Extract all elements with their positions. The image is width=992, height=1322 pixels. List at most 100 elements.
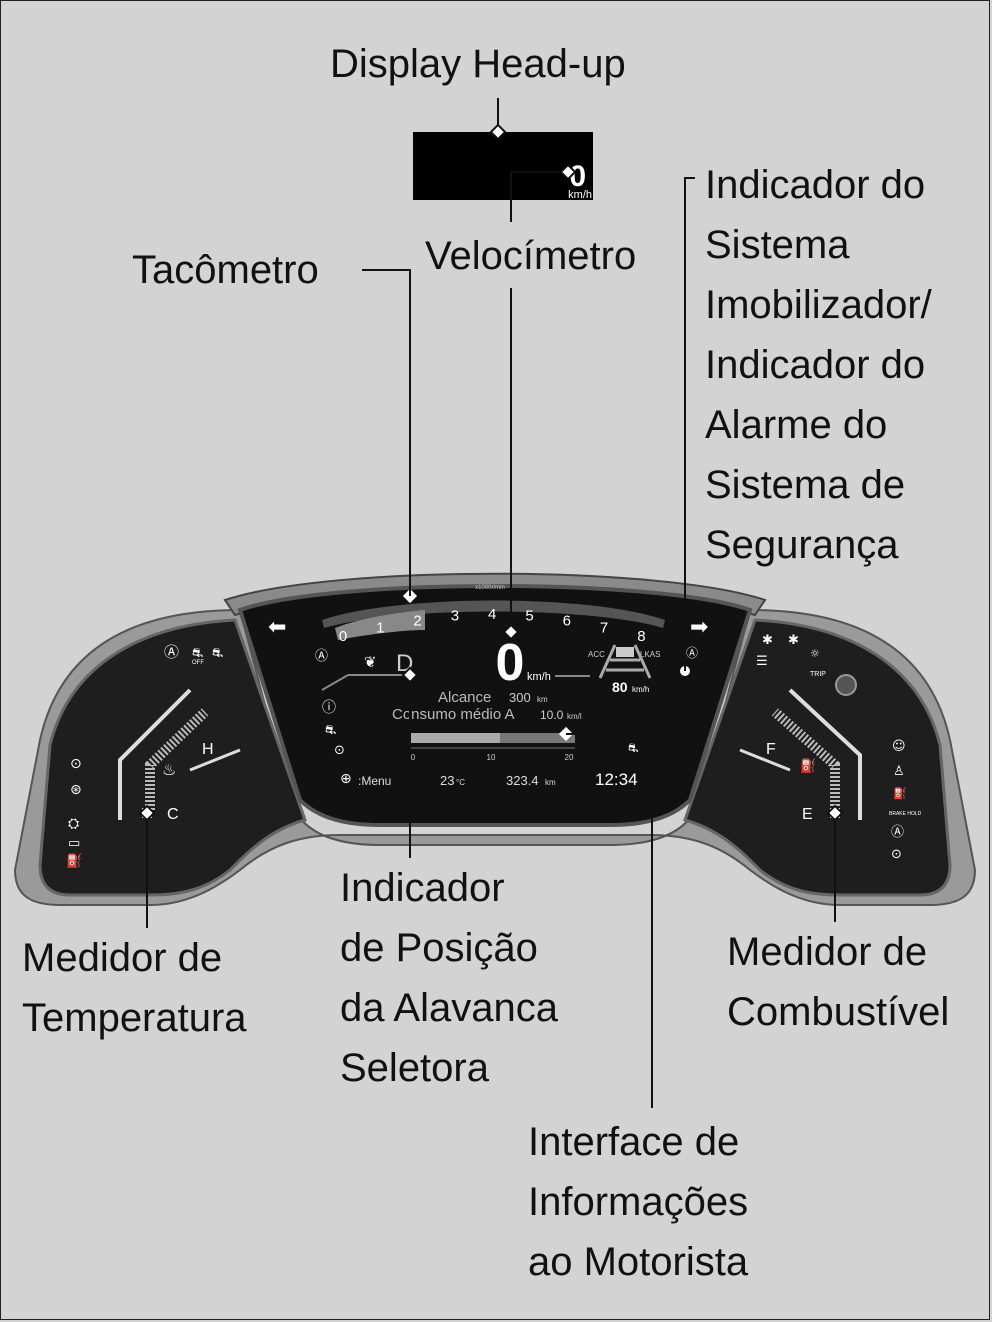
brake-warning-icon: ⊙ — [891, 847, 902, 862]
immobilizer-indicator-icon: Ⓐ — [686, 646, 698, 660]
tachometer-tick-label: 0 — [339, 628, 347, 645]
callout-lines — [146, 98, 836, 1108]
fuel-pump-icon: ⛽ — [800, 758, 816, 774]
abs-warning-icon: Ⓐ — [164, 643, 179, 661]
tachometer-tick-label: 2 — [413, 612, 421, 629]
hud-unit: km/h — [568, 189, 592, 201]
right-gauge-pod: F E ⛽ ✱ ✱ ☼ ☰ TRIP ☺ ♙ ⛽ BRAKE HOLD Ⓐ ⊙ — [683, 618, 952, 897]
left-gauge-pod: H C ♨ Ⓐ ⛐ OFF ⛐ ⊙ ⊛ ⛭ ▭ ⛽ — [38, 618, 307, 897]
fuel-e-label: E — [802, 806, 813, 823]
tire-pressure-icon: ⊙ — [70, 756, 82, 772]
traction-off-label: OFF — [192, 660, 204, 666]
tachometer-tick-label: 5 — [525, 608, 533, 625]
fog-light-icon: ✱ — [762, 633, 773, 648]
gear-callout-marker — [401, 666, 419, 684]
outside-temperature-unit: °C — [456, 778, 465, 787]
range-unit: km — [537, 695, 548, 704]
label-speedometer: Velocímetro — [425, 234, 637, 278]
label-driver-information-interface: Interface de Informações ao Motorista — [528, 1120, 749, 1284]
tachometer-tick-label: 8 — [637, 628, 645, 645]
airbag-icon: ☺ — [892, 739, 906, 754]
tachometer-scale: 0 1 2 3 4 5 6 7 8 — [339, 606, 646, 645]
check-engine-icon: ⛭ — [68, 816, 79, 832]
outside-temperature: 23 — [440, 773, 454, 788]
callout-markers — [138, 123, 844, 822]
high-beam-icon: ☰ — [756, 654, 768, 669]
hud-callout-marker — [489, 123, 507, 141]
right-turn-signal-icon: ➡ — [690, 615, 708, 640]
range-label: Alcance — [438, 689, 491, 706]
label-gear-position-indicator: Indicador de Posição da Alavanca Seletor… — [340, 866, 558, 1090]
hud-speed-callout-line — [510, 171, 568, 222]
trip-knob — [835, 674, 857, 696]
info-icon: ⓘ — [322, 700, 336, 716]
parking-light-icon: ☼ — [810, 647, 820, 660]
vehicle-icon: ⛐ — [628, 741, 638, 755]
auto-hold-icon: Ⓐ — [891, 825, 904, 840]
clock: 12:34 — [595, 770, 638, 789]
head-up-display: 0 km/h — [413, 132, 593, 201]
label-head-up-display: Display Head-up — [330, 42, 626, 86]
consumption-scale-tick-label: 10 — [487, 753, 496, 762]
hud-speed: 0 — [569, 160, 586, 193]
fuel-f-label: F — [766, 741, 776, 758]
temp-c-label: C — [167, 806, 179, 823]
speed-unit: km/h — [527, 671, 551, 683]
menu-icon: ⊕ — [340, 771, 352, 787]
temperature-callout-marker — [138, 804, 156, 822]
fuel-callout-marker — [826, 804, 844, 822]
rear-fog-icon: ✱ — [788, 633, 799, 648]
consumption-scale-ticks: 0 10 20 — [411, 753, 574, 762]
range-value: 300 — [509, 690, 531, 705]
lane-assist-icon: ⛐ — [325, 723, 336, 738]
temp-h-label: H — [202, 741, 214, 758]
auto-idle-icon: Ⓐ — [315, 649, 328, 664]
eco-icon: ❦ — [364, 653, 377, 671]
seatbelt-icon: ♙ — [893, 764, 905, 779]
immobilizer-callout-line — [684, 177, 695, 671]
tachometer-tick-label: 6 — [563, 612, 571, 629]
tachometer-tick-label: 3 — [451, 608, 459, 625]
hud-speed-callout-marker — [559, 163, 577, 181]
power-steering-icon: ⊛ — [70, 782, 82, 798]
tpms-icon: ⊙ — [334, 743, 345, 758]
odometer-unit: km — [545, 778, 556, 787]
speedometer-callout-marker — [502, 623, 520, 641]
consumption-scale-tick-label: 20 — [565, 753, 574, 762]
lane-keeping-graphic — [598, 644, 652, 679]
trip-label: TRIP — [810, 671, 826, 678]
left-turn-signal-icon: ⬅ — [268, 615, 286, 640]
stability-icon: ⛐ — [212, 646, 223, 661]
traction-control-icon: ⛐ — [192, 646, 203, 661]
fuel-low-icon: ⛽ — [893, 787, 907, 800]
odometer: 323.4 — [506, 773, 539, 788]
driver-info-callout-line — [566, 733, 653, 1108]
tachometer-tick-label: 1 — [376, 620, 384, 637]
brake-hold-label: BRAKE HOLD — [889, 811, 922, 817]
battery-icon: ▭ — [68, 836, 80, 851]
oil-pressure-icon: ⛽ — [66, 853, 82, 869]
label-immobilizer-indicator: Indicador do Sistema Imobilizador/ Indic… — [705, 163, 932, 567]
tachometer-tick-label: 4 — [488, 606, 496, 623]
label-tachometer: Tacômetro — [132, 248, 319, 292]
consumption-label: Consumo médio A — [392, 706, 515, 723]
consumption-value: 10.0 — [540, 708, 564, 722]
set-speed: 80 — [612, 679, 628, 695]
consumption-scale-tick-label: 0 — [411, 753, 416, 762]
consumption-unit: km/l — [567, 712, 582, 721]
rpm-unit: x1000r/min — [475, 585, 505, 591]
coolant-icon: ♨ — [162, 760, 176, 779]
set-speed-unit: km/h — [632, 685, 649, 694]
lead-vehicle-icon — [616, 647, 634, 657]
label-temperature-gauge: Medidor de Temperatura — [22, 936, 247, 1040]
tachometer-tick-label: 7 — [600, 620, 608, 637]
acc-label: ACC — [588, 650, 605, 659]
tachometer-callout-line — [362, 269, 411, 596]
speed-value: 0 — [496, 634, 525, 692]
label-fuel-gauge: Medidor de Combustível — [727, 930, 950, 1034]
menu-label: :Menu — [358, 774, 391, 788]
lkas-label: LKAS — [640, 650, 660, 659]
